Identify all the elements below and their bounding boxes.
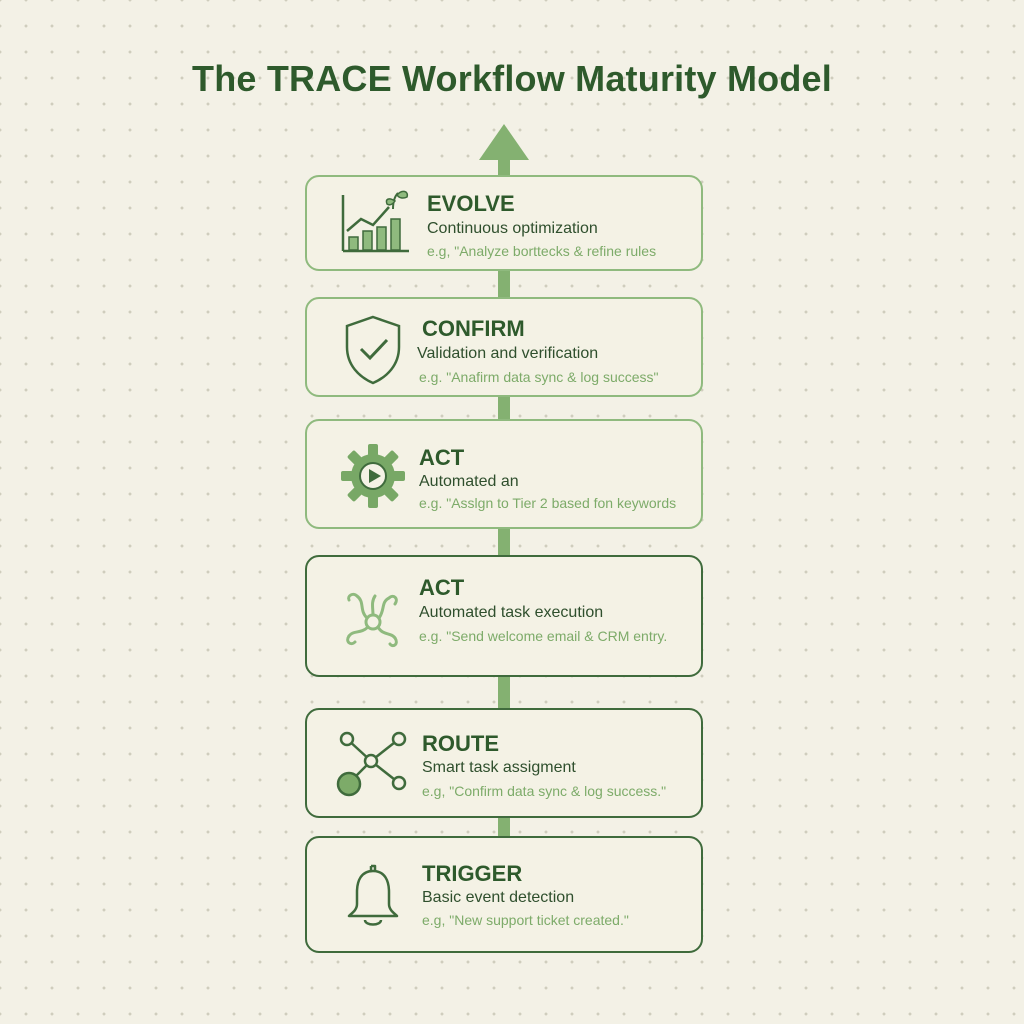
- stage-title: ROUTE: [422, 731, 499, 756]
- stage-example: e.g. "Anafirm data sync & log success": [419, 369, 659, 385]
- stage-example: e.g. "Asslgn to Tier 2 based fon keyword…: [419, 495, 677, 511]
- gear-play-icon: [335, 438, 411, 514]
- network-nodes-icon: [335, 580, 411, 656]
- stage-title: TRIGGER: [422, 861, 523, 886]
- stage-title: CONFIRM: [422, 316, 525, 341]
- stage-title: EVOLVE: [427, 191, 515, 216]
- page-title: The TRACE Workflow Maturity Model: [192, 58, 832, 99]
- stage-subtitle: Validation and verification: [417, 345, 599, 362]
- stage-card-confirm: CONFIRM Validation and verification e.g.…: [305, 297, 703, 397]
- stage-subtitle: Smart task assigment: [422, 759, 576, 776]
- stage-subtitle: Automated an: [419, 473, 519, 490]
- stage-subtitle: Continuous optimization: [427, 220, 598, 237]
- stage-card-evolve: EVOLVE Continuous optimization e.g, "Ana…: [305, 175, 703, 271]
- bell-icon: [335, 858, 411, 934]
- stage-card-route: ROUTE Smart task assigment e.g, "Confirm…: [305, 708, 703, 818]
- stage-example: e.g, "Analyze borttecks & refine rules: [427, 243, 657, 259]
- route-nodes-icon: [335, 727, 411, 803]
- stage-card-trigger: TRIGGER Basic event detection e.g, "New …: [305, 836, 703, 953]
- stage-example: e.g, "Confirm data sync & log success.": [422, 783, 667, 799]
- stage-card-act-automated: ACT Automated an e.g. "Asslgn to Tier 2 …: [305, 419, 703, 529]
- shield-check-icon: [335, 311, 411, 387]
- stage-example: e.g. "Send welcome email & CRM entry.: [419, 628, 668, 644]
- stage-subtitle: Automated task execution: [419, 604, 604, 621]
- growth-chart-icon: [335, 187, 411, 263]
- stage-subtitle: Basic event detection: [422, 889, 575, 906]
- stage-example: e.g, "New support ticket created.": [422, 912, 629, 928]
- stage-card-act-execution: ACT Automated task execution e.g. "Send …: [305, 555, 703, 677]
- arrow-up-icon: [479, 124, 529, 160]
- stage-title: ACT: [419, 445, 465, 470]
- stage-title: ACT: [419, 575, 465, 600]
